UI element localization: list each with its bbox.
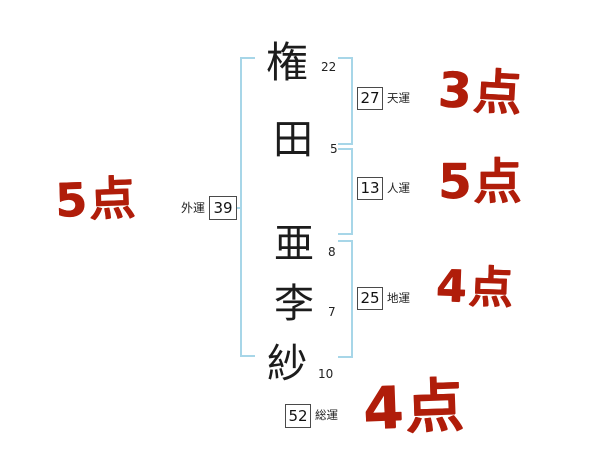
stroke-count-3: 8	[328, 245, 336, 259]
name-char-3: 亜	[274, 221, 314, 267]
total-luck-value-box: 52	[285, 404, 311, 428]
person-bracket-top-tick	[338, 148, 353, 150]
total-luck-label: 総運	[315, 408, 338, 422]
stroke-count-4: 7	[328, 305, 336, 319]
heaven-bracket-bottom-tick	[338, 143, 353, 145]
outer-luck-score: 5点	[54, 170, 138, 228]
stroke-count-1: 22	[321, 60, 337, 74]
name-char-2: 田	[273, 117, 313, 163]
earth-bracket-top-tick	[338, 240, 353, 242]
earth-bracket-vertical-line	[351, 240, 353, 358]
name-char-4: 李	[274, 281, 314, 327]
name-char-5: 紗	[267, 341, 307, 387]
name-char-1: 権	[266, 38, 309, 87]
heaven-luck-label: 天運	[387, 91, 410, 105]
person-bracket-vertical-line	[351, 148, 353, 235]
heaven-bracket-top-tick	[338, 57, 353, 59]
stroke-count-5: 10	[318, 367, 334, 381]
earth-luck-label: 地運	[387, 291, 410, 305]
person-bracket-bottom-tick	[338, 233, 353, 235]
outer-luck-label: 外運	[181, 201, 206, 215]
heaven-luck-value-box: 27	[357, 87, 383, 110]
person-luck-value-box: 13	[357, 177, 383, 200]
earth-luck-value-box: 25	[357, 287, 383, 310]
heaven-bracket-vertical-line	[351, 57, 353, 145]
stroke-count-2: 5	[330, 142, 338, 156]
outer-luck-value-box: 39	[209, 196, 237, 220]
outer-bracket-vertical-line	[240, 57, 242, 357]
total-luck-score: 4点	[361, 371, 467, 443]
heaven-luck-score: 3点	[436, 61, 525, 123]
person-luck-label: 人運	[387, 181, 410, 195]
earth-bracket-bottom-tick	[338, 356, 353, 358]
outer-bracket-top-tick	[240, 57, 255, 59]
outer-bracket-connector	[236, 207, 241, 209]
outer-bracket-bottom-tick	[240, 355, 255, 357]
person-luck-score: 5点	[438, 154, 524, 210]
earth-luck-score: 4点	[435, 260, 516, 315]
